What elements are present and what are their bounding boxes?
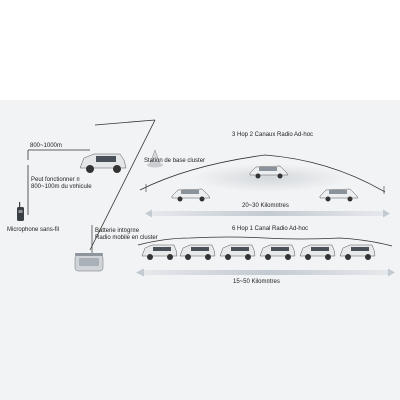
suv-1 — [141, 244, 178, 260]
link-vehicle-base — [94, 119, 156, 126]
ground-shadow — [192, 164, 348, 192]
range-arrow-15-50 — [136, 268, 395, 277]
hop3-arc — [139, 154, 386, 193]
label-range-15-50: 15~50 Kilom¤tres — [233, 279, 280, 285]
label-range-20-30: 20~30 Kilom¤tres — [242, 203, 289, 209]
sedan-3 — [319, 188, 359, 202]
range-bracket-top — [27, 149, 90, 160]
label-hop6-title: 6 Hop 1 Canal Radio Ad-hoc — [232, 226, 309, 232]
label-range-800-1000: 800~1000m — [30, 143, 62, 149]
label-base-station: Station de base cluster — [144, 158, 206, 164]
label-wireless-mic: Microphone sans-fil — [7, 227, 60, 233]
label-hop3-title: 3 Hop 2 Canaux Radio Ad-hoc — [232, 132, 314, 138]
hop6-vehicles — [141, 244, 376, 260]
sedan-1 — [171, 188, 211, 202]
handheld-radio-icon — [17, 202, 24, 221]
hop6-arc — [137, 236, 393, 247]
suv-3 — [219, 244, 256, 260]
suv-5 — [299, 244, 336, 260]
base-station — [147, 149, 163, 168]
suv-4 — [259, 244, 296, 260]
label-vehicle-note-1: Peut fonctionner ¤ — [31, 177, 80, 183]
suv-2 — [179, 244, 216, 260]
vehicle-suv-main — [79, 153, 127, 173]
label-vehicle-note-2: 800~100m du v¤hicule — [31, 184, 92, 190]
link-mobile-base — [89, 119, 156, 251]
mobile-radio-box — [74, 253, 104, 272]
label-battery-2: Radio mobile en cluster — [95, 235, 158, 241]
label-battery-1: Batterie int¤gr¤e — [95, 228, 140, 234]
suv-6 — [339, 244, 376, 260]
range-arrow-20-30 — [145, 209, 390, 218]
hop3-vehicles — [145, 165, 385, 202]
radio-link-lines — [27, 119, 393, 251]
sedan-2 — [249, 165, 289, 179]
